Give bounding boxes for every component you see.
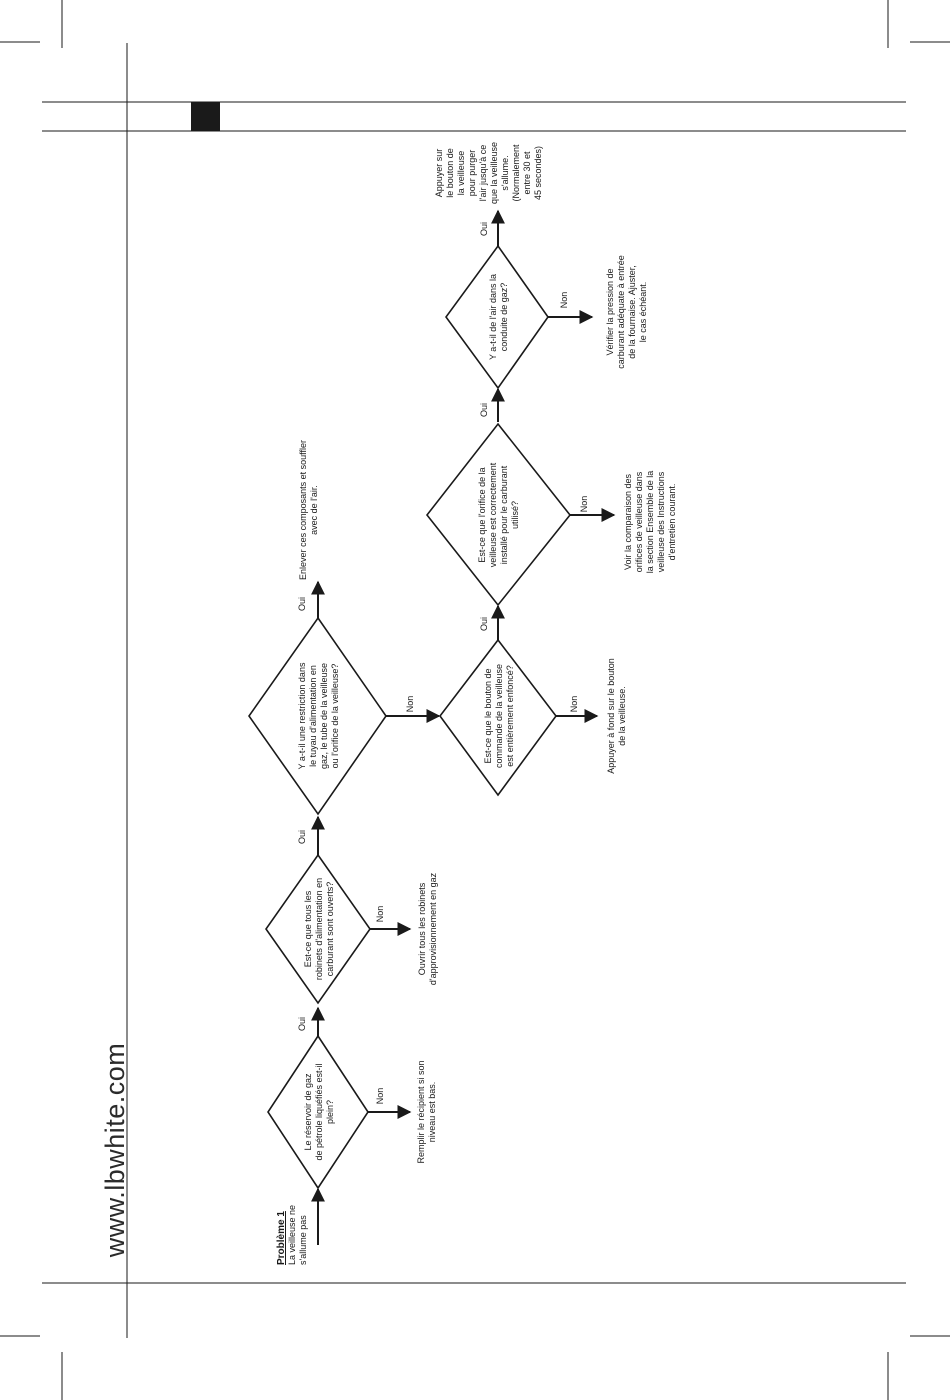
decision-d5-text: Est-ce que l'orifice de la veilleuse est… [477, 462, 520, 567]
svg-text:commande de la veilleuse: commande de la veilleuse [494, 664, 504, 768]
no-label-d2: Non [375, 906, 385, 923]
svg-text:Appuyer sur: Appuyer sur [434, 149, 444, 198]
svg-text:ou l'orifice de la veilleuse?: ou l'orifice de la veilleuse? [330, 664, 340, 769]
action-a5-text: Voir la comparaison des orifices de veil… [623, 471, 677, 574]
decision-d2-text: Est-ce que tous les robinets d'alimentat… [303, 878, 335, 980]
action-a7-text: Appuyer sur le bouton de la veilleuse po… [434, 142, 543, 204]
no-label-d5: Non [579, 496, 589, 513]
svg-text:carburant sont ouverts?: carburant sont ouverts? [325, 882, 335, 977]
svg-text:45 secondes): 45 secondes) [533, 146, 543, 200]
no-label-d1: Non [375, 1088, 385, 1105]
no-label-d6: Non [559, 292, 569, 309]
svg-text:s'allume.: s'allume. [500, 155, 510, 190]
yes-label-d6: Oui [479, 222, 489, 236]
svg-text:la section Ensemble de la: la section Ensemble de la [645, 471, 655, 574]
problem-statement: Problème 1 La veilleuse ne s'allume pas [276, 1205, 308, 1265]
svg-text:niveau est bas.: niveau est bas. [427, 1082, 437, 1143]
svg-text:robinets d'alimentation en: robinets d'alimentation en [314, 878, 324, 980]
decision-d6-text: Y a-t-il de l'air dans la conduite de ga… [488, 274, 509, 360]
yes-label-d2: Oui [297, 830, 307, 844]
svg-text:gaz, le tube de la veilleuse: gaz, le tube de la veilleuse [319, 663, 329, 769]
svg-text:Y a-t-il une restriction dans: Y a-t-il une restriction dans [297, 662, 307, 769]
svg-text:d'approvisionnement en gaz: d'approvisionnement en gaz [428, 872, 438, 985]
decision-d3-text: Y a-t-il une restriction dans le tuyau d… [297, 662, 340, 769]
svg-text:Est-ce que l'orifice de la: Est-ce que l'orifice de la [477, 467, 487, 562]
svg-text:Le réservoir de gaz: Le réservoir de gaz [303, 1073, 313, 1151]
svg-text:Remplir le récipient si son: Remplir le récipient si son [416, 1060, 426, 1163]
svg-text:de la fournaise. Ajuster,: de la fournaise. Ajuster, [627, 265, 637, 359]
svg-text:conduite de gaz?: conduite de gaz? [499, 283, 509, 352]
page-frame [42, 43, 906, 1338]
svg-text:d'entretien courant.: d'entretien courant. [667, 484, 677, 561]
svg-text:l'air jusqu'à ce: l'air jusqu'à ce [478, 145, 488, 201]
svg-text:avec de l'air.: avec de l'air. [309, 485, 319, 535]
svg-text:le cas échéant.: le cas échéant. [638, 282, 648, 343]
action-a2-text: Ouvrir tous les robinets d'approvisionne… [417, 872, 438, 985]
svg-text:plein?: plein? [325, 1100, 335, 1124]
decision-d4 [439, 638, 557, 797]
svg-text:est entièrement enfoncé?: est entièrement enfoncé? [505, 665, 515, 767]
svg-text:orifices de veilleuse dans: orifices de veilleuse dans [634, 471, 644, 572]
decision-d5 [425, 422, 572, 607]
svg-text:Est-ce que le bouton de: Est-ce que le bouton de [483, 668, 493, 763]
yes-label-d4: Oui [479, 617, 489, 631]
svg-text:de la veilleuse.: de la veilleuse. [617, 686, 627, 746]
decision-d3 [248, 616, 387, 816]
svg-text:entre 30 et: entre 30 et [522, 151, 532, 195]
no-label-d4: Non [569, 696, 579, 713]
svg-text:utilisé?: utilisé? [510, 501, 520, 529]
connectors [311, 209, 616, 1245]
svg-text:(Normalement: (Normalement [511, 144, 521, 202]
svg-text:la veilleuse: la veilleuse [456, 151, 466, 196]
svg-text:Voir la comparaison des: Voir la comparaison des [623, 473, 633, 570]
svg-text:le bouton de: le bouton de [445, 148, 455, 198]
svg-text:le tuyau d'alimentation en: le tuyau d'alimentation en [308, 665, 318, 767]
problem-title: Problème 1 [276, 1211, 287, 1265]
svg-text:Ouvrir tous les robinets: Ouvrir tous les robinets [417, 882, 427, 975]
action-a4-text: Appuyer à fond sur le bouton de la veill… [606, 658, 627, 774]
svg-text:veilleuse est correctement: veilleuse est correctement [488, 462, 498, 567]
svg-text:Appuyer à fond sur le bouton: Appuyer à fond sur le bouton [606, 658, 616, 774]
svg-text:installé pour le carburant: installé pour le carburant [499, 465, 509, 564]
problem-line-1: La veilleuse ne [287, 1205, 297, 1265]
action-a1-text: Remplir le récipient si son niveau est b… [416, 1060, 437, 1163]
svg-text:Y a-t-il de l'air dans la: Y a-t-il de l'air dans la [488, 274, 498, 360]
yes-label-d3: Oui [297, 597, 307, 611]
problem-line-2: s'allume pas [298, 1215, 308, 1265]
decision-d1 [267, 1034, 369, 1190]
svg-text:de pétrole liquéfiés est-il: de pétrole liquéfiés est-il [314, 1063, 324, 1160]
yes-label-d1: Oui [297, 1017, 307, 1031]
no-label-d3: Non [405, 696, 415, 713]
yes-label-d5: Oui [479, 403, 489, 417]
decision-diamonds [248, 244, 572, 1190]
svg-text:veilleuse des Instructions: veilleuse des Instructions [656, 471, 666, 572]
svg-text:pour purger: pour purger [467, 150, 477, 197]
svg-text:Est-ce que tous les: Est-ce que tous les [303, 890, 313, 967]
svg-text:Enlever ces composants et souf: Enlever ces composants et souffler [298, 440, 308, 580]
decision-d6 [445, 244, 549, 390]
action-a3-text: Enlever ces composants et souffler avec … [298, 440, 319, 580]
svg-text:que la veilleuse: que la veilleuse [489, 142, 499, 204]
chapter-tab [191, 102, 220, 131]
decision-d1-text: Le réservoir de gaz de pétrole liquéfiés… [303, 1063, 335, 1160]
decision-d4-text: Est-ce que le bouton de commande de la v… [483, 664, 515, 768]
svg-text:carburant adéquate à entrée: carburant adéquate à entrée [616, 255, 626, 369]
branch-labels: Oui Oui Oui Oui Oui Oui Non Non Non Non … [297, 222, 589, 1104]
website-url: www.lbwhite.com [100, 1043, 130, 1259]
svg-text:Vérifier la pression de: Vérifier la pression de [605, 268, 615, 355]
decision-d2 [265, 853, 371, 1005]
action-a6-text: Vérifier la pression de carburant adéqua… [605, 255, 648, 369]
